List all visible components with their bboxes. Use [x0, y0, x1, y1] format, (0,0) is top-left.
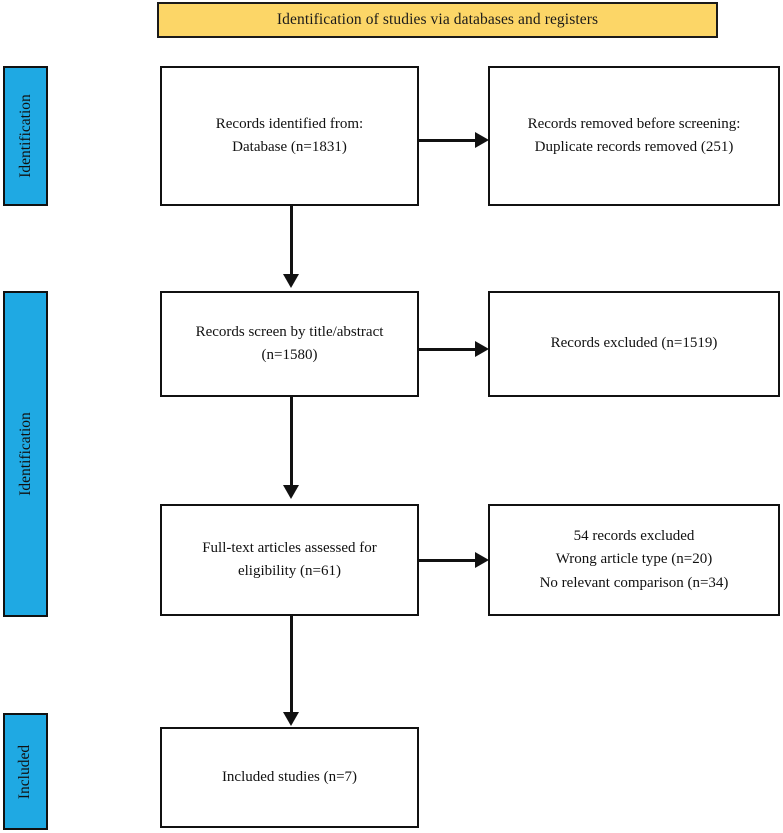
connector-screened-to-excluded: [419, 348, 477, 351]
box-fulltext-excluded: 54 records excluded Wrong article type (…: [488, 504, 780, 616]
box-records-screened: Records screen by title/abstract (n=1580…: [160, 291, 419, 397]
box-records-excluded-screening-text: Records excluded (n=1519): [541, 332, 728, 355]
box-records-excluded-screening: Records excluded (n=1519): [488, 291, 780, 397]
stage-label-text: Included: [16, 744, 34, 799]
connector-fulltext-to-included: [290, 616, 293, 715]
connector-fulltext-to-excluded: [419, 559, 477, 562]
box-line: Wrong article type (n=20): [555, 551, 713, 568]
diagram-header-banner: Identification of studies via databases …: [157, 2, 718, 38]
box-line: Database (n=1831): [232, 139, 347, 155]
box-line: Duplicate records removed (251): [534, 139, 734, 155]
box-records-removed-text: Records removed before screening: Duplic…: [518, 113, 751, 160]
box-records-identified-text: Records identified from: Database (n=183…: [206, 113, 373, 160]
arrow-down-icon: [283, 712, 299, 726]
arrow-right-icon: [475, 341, 489, 357]
stage-label-text: Identification: [16, 94, 34, 178]
box-fulltext-excluded-text: 54 records excluded Wrong article type (…: [530, 525, 739, 595]
stage-label-identification-1: Identification: [3, 66, 48, 206]
stage-label-identification-2: Identification: [3, 291, 48, 617]
arrow-down-icon: [283, 485, 299, 499]
stage-label-text: Identification: [16, 412, 34, 496]
box-line: Records excluded (n=1519): [550, 335, 718, 352]
box-line: Included studies (n=7): [221, 768, 358, 785]
box-line: Records removed before screening:: [527, 115, 741, 132]
connector-identified-to-screened: [290, 206, 293, 276]
box-line: 54 records excluded: [573, 528, 695, 545]
box-line: (n=1580): [261, 347, 318, 363]
arrow-right-icon: [475, 552, 489, 568]
box-records-removed: Records removed before screening: Duplic…: [488, 66, 780, 206]
diagram-header-label: Identification of studies via databases …: [276, 11, 599, 28]
box-line: Records screen by title/abstract: [195, 323, 384, 340]
connector-screened-to-fulltext: [290, 397, 293, 487]
stage-label-included: Included: [3, 713, 48, 830]
arrow-down-icon: [283, 274, 299, 288]
connector-identified-to-removed: [419, 139, 477, 142]
box-fulltext-assessed: Full-text articles assessed for eligibil…: [160, 504, 419, 616]
box-records-screened-text: Records screen by title/abstract (n=1580…: [186, 321, 394, 368]
box-included-studies: Included studies (n=7): [160, 727, 419, 828]
box-included-studies-text: Included studies (n=7): [212, 766, 367, 789]
box-records-identified: Records identified from: Database (n=183…: [160, 66, 419, 206]
arrow-right-icon: [475, 132, 489, 148]
box-fulltext-assessed-text: Full-text articles assessed for eligibil…: [192, 537, 387, 584]
box-line: No relevant comparison (n=34): [539, 574, 729, 591]
box-line: Full-text articles assessed for: [202, 539, 377, 556]
box-line: Records identified from:: [215, 115, 364, 132]
box-line: eligibility (n=61): [237, 563, 341, 579]
